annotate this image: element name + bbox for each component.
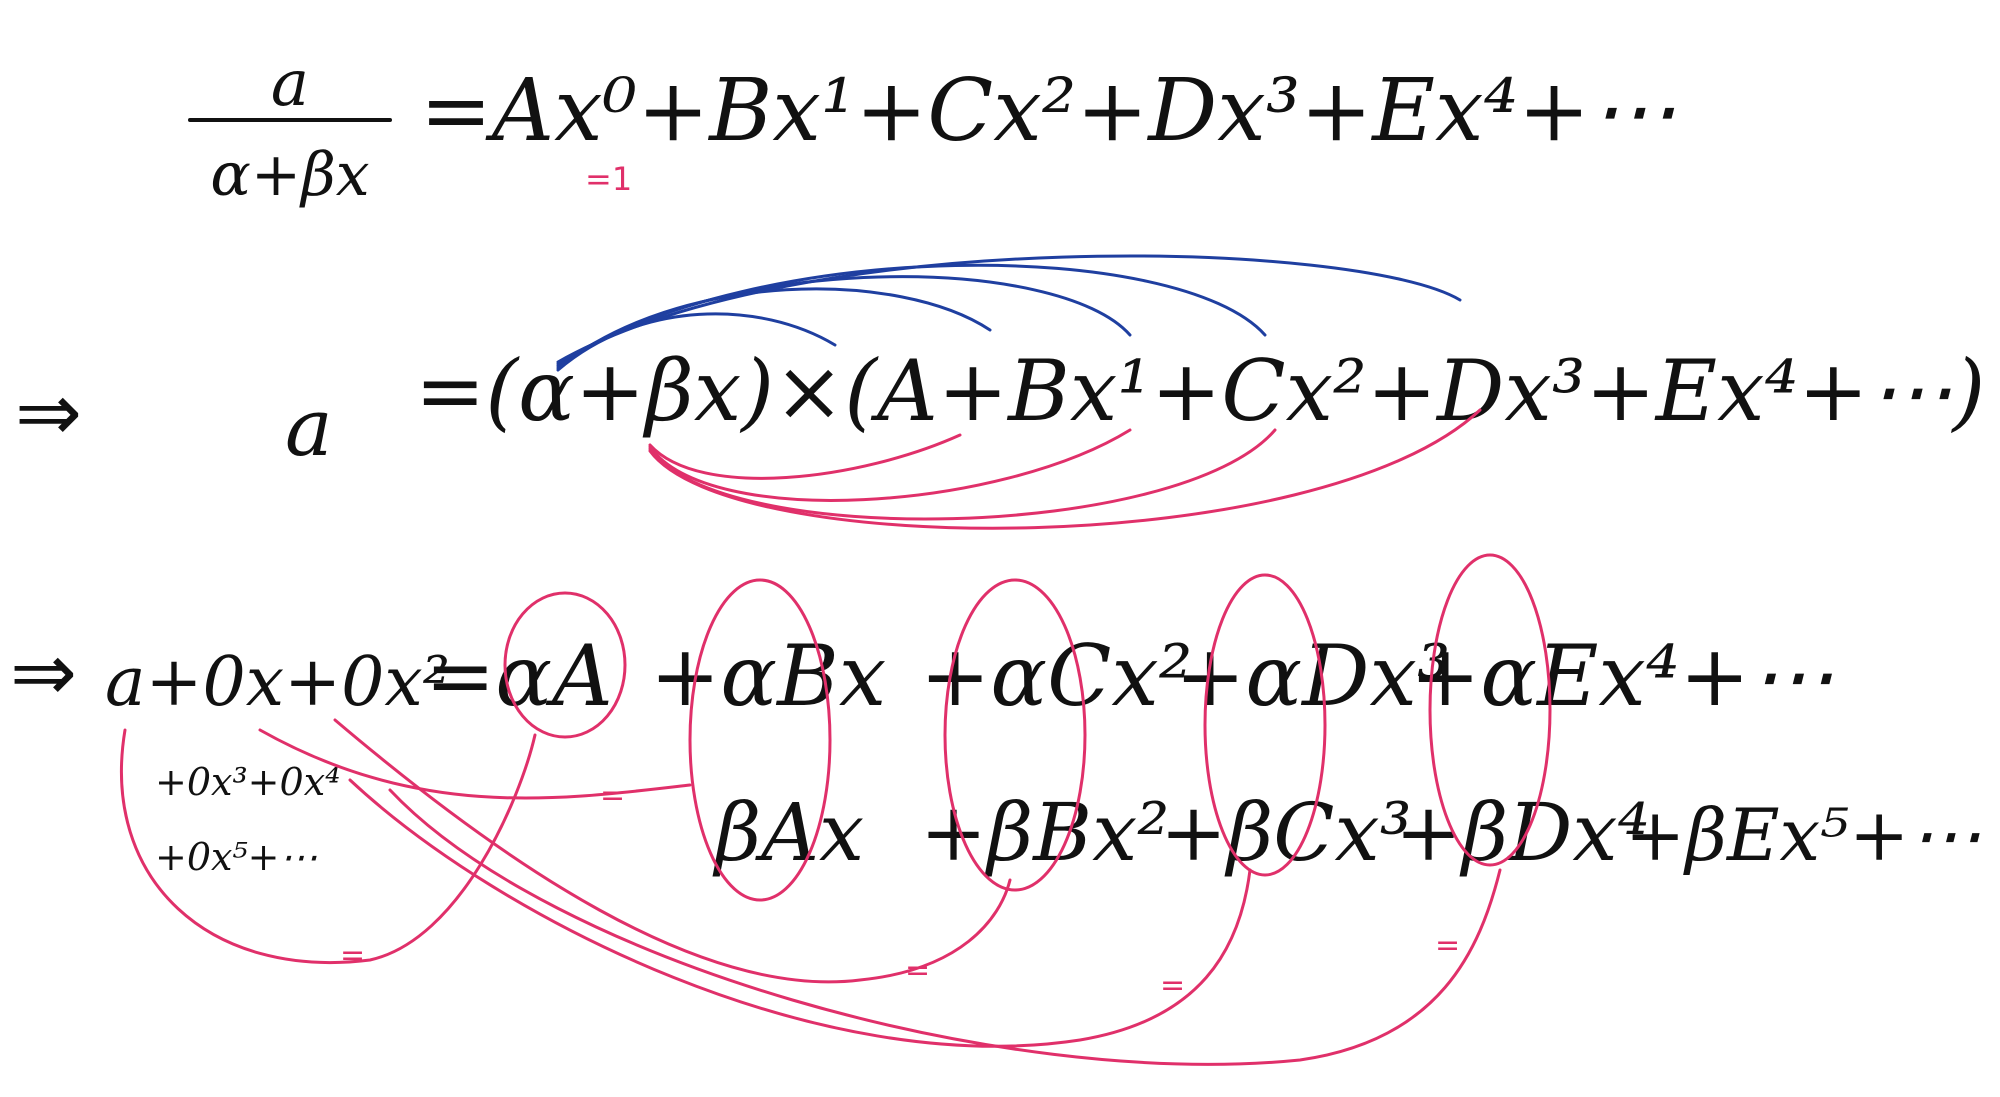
equals-mark-0: = <box>340 938 365 973</box>
pink-arc-b <box>648 428 1132 502</box>
group-oval-3 <box>1203 573 1327 877</box>
eq3-lhs-line2: +0x³+0x⁴ <box>155 760 340 804</box>
blue-arc-d <box>556 263 1267 366</box>
eq1-numerator: a <box>271 47 309 121</box>
eq2-betax-distribution-arcs <box>648 408 1482 530</box>
eq3-rhs2-term-4: +βEx⁵+⋯ <box>1625 793 1981 877</box>
match-curve-0 <box>119 728 537 965</box>
eq3-implies-arrow: ⇒ <box>10 626 77 719</box>
equation-3: ⇒ a+0x+0x² +0x³+0x⁴ +0x⁵+⋯ =αA +αBx +αCx… <box>10 553 1981 1066</box>
eq3-matching-curves <box>119 718 1502 1066</box>
eq1-denominator: α+βx <box>210 140 369 210</box>
eq2-lhs: a <box>285 381 333 474</box>
blue-arc-e <box>556 254 1462 364</box>
equals-mark-3: = <box>1160 968 1185 1003</box>
eq3-lhs-line3: +0x⁵+⋯ <box>155 835 318 879</box>
pink-arc-d <box>648 408 1482 530</box>
match-curve-4 <box>388 788 1502 1066</box>
eq3-rhs2-term-3: +βDx⁴ <box>1395 786 1650 879</box>
eq3-rhs2-term-2: +βCx³ <box>1160 786 1412 879</box>
group-oval-4 <box>1428 553 1552 867</box>
group-oval-1 <box>688 578 832 902</box>
group-oval-0 <box>503 591 627 739</box>
eq3-lhs-line1: a+0x+0x² <box>105 643 450 722</box>
eq3-rhs1-term-4: +αEx⁴+⋯ <box>1410 627 1834 725</box>
pink-arc-c <box>648 428 1277 521</box>
equation-2: ⇒ a =(α+βx)×(A+Bx¹+Cx²+Dx³+Ex⁴+⋯) <box>15 254 1985 530</box>
equals-mark-2: = <box>905 953 930 988</box>
eq3-equals-marks: = = = = = <box>340 778 1460 1003</box>
match-curve-1 <box>258 728 692 800</box>
match-curve-3 <box>348 778 1252 1048</box>
group-oval-2 <box>943 578 1087 892</box>
equals-mark-4: = <box>1435 928 1460 963</box>
eq1-rhs: =Ax⁰+Bx¹+Cx²+Dx³+Ex⁴+⋯ <box>420 61 1676 161</box>
eq3-rhs1-term-1: +αBx <box>650 627 886 725</box>
pink-arc-a <box>648 433 962 480</box>
eq1-annotation: =1 <box>585 160 632 198</box>
eq2-implies-arrow: ⇒ <box>15 366 82 459</box>
eq3-rhs2-term-1: +βBx² <box>920 786 1169 879</box>
eq3-rhs1-term-2: +αCx² <box>920 627 1192 725</box>
equation-1: a α+βx =Ax⁰+Bx¹+Cx²+Dx³+Ex⁴+⋯ =1 <box>188 47 1676 210</box>
eq3-grouping-ovals <box>503 553 1552 902</box>
equals-mark-1: = <box>600 778 625 813</box>
eq2-rhs: =(α+βx)×(A+Bx¹+Cx²+Dx³+Ex⁴+⋯) <box>415 342 1985 440</box>
eq3-rhs2-term-0: βAx <box>712 786 864 879</box>
eq2-alpha-distribution-arcs <box>556 254 1462 372</box>
eq3-rhs1-term-3: +αDx³ <box>1175 627 1451 725</box>
match-curve-2 <box>333 718 1012 984</box>
